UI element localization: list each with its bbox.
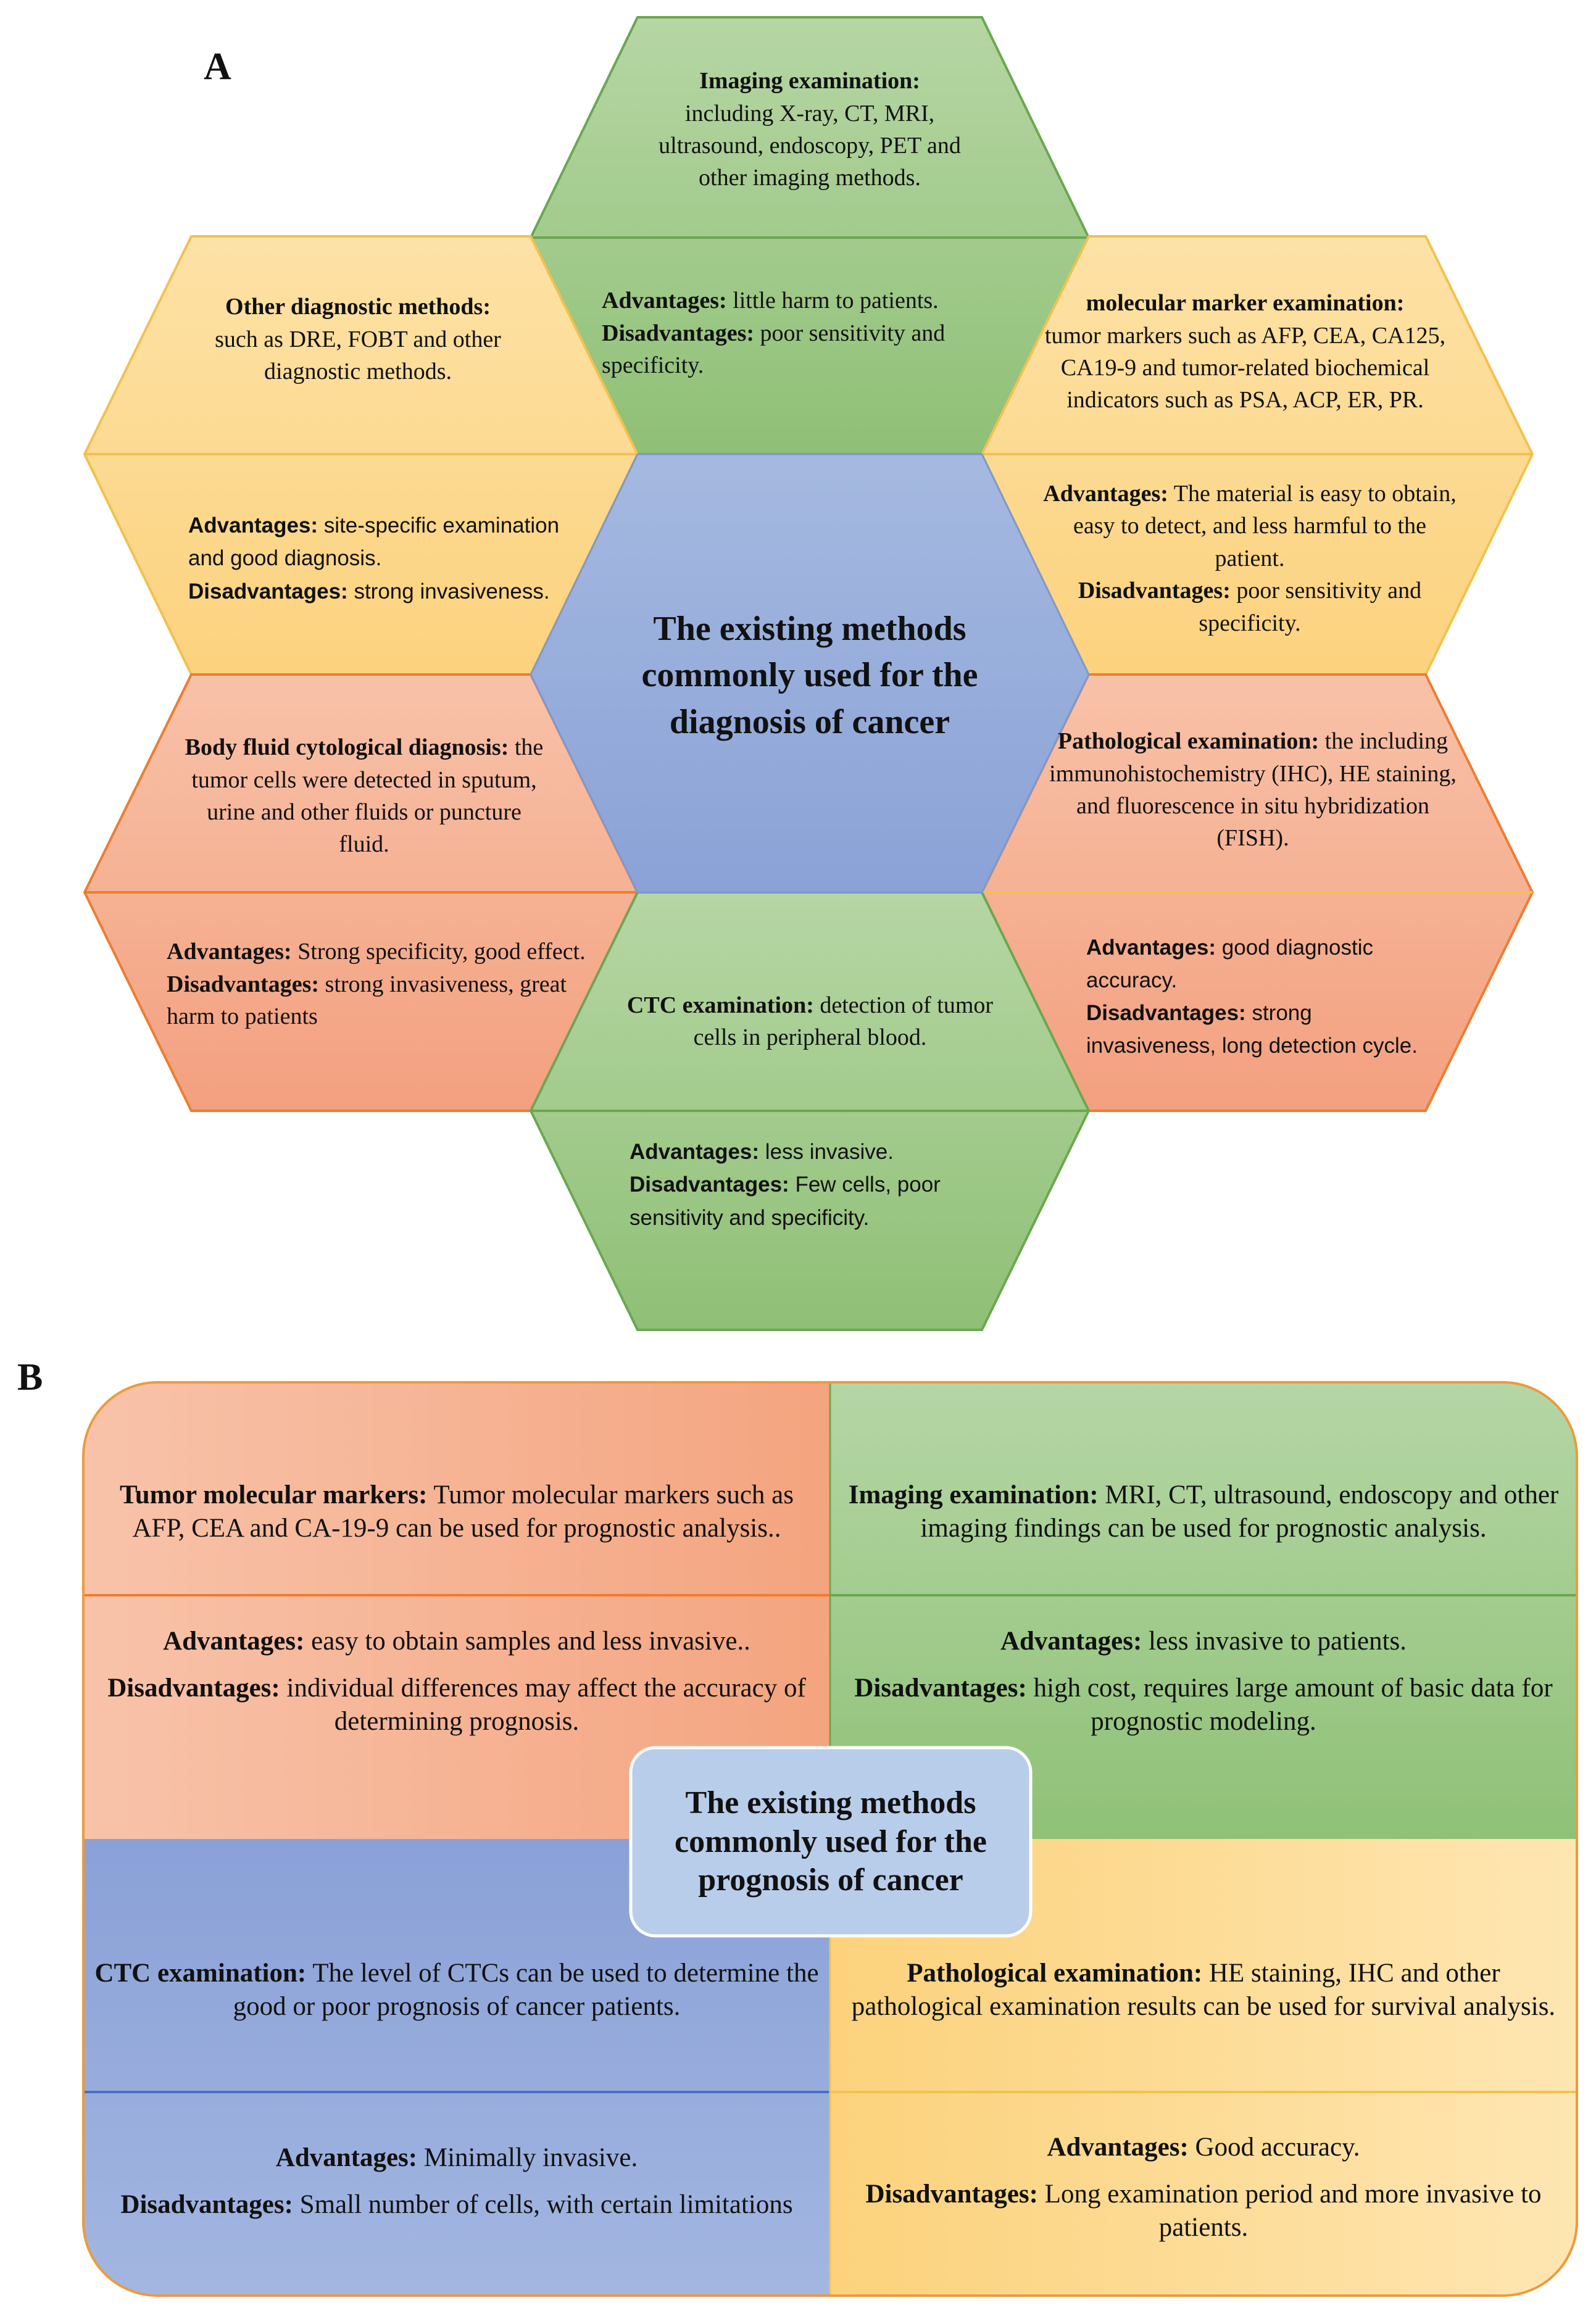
- ctc-dis-label: Disadvantages:: [630, 1173, 789, 1197]
- other-methods-pros-cons: Advantages: site-specific examination an…: [188, 469, 583, 648]
- b-pathological-text: HE staining, IHC and other pathological …: [851, 1959, 1556, 2021]
- panel-a-label: A: [204, 46, 231, 88]
- imaging-desc: Imaging examination: including X-ray, CT…: [636, 37, 984, 222]
- imaging-adv-label: Advantages:: [602, 288, 727, 314]
- b-tumor-markers-dis-label: Disadvantages:: [107, 1674, 280, 1703]
- other-methods-title: Other diagnostic methods:: [225, 294, 491, 320]
- body-fluid-pros-cons: Advantages: Strong specificity, good eff…: [167, 907, 592, 1061]
- pathological-title: Pathological examination:: [1057, 728, 1320, 755]
- b-ctc-pros-cons: Advantages: Minimally invasive. Disadvan…: [93, 2111, 821, 2252]
- imaging-text: including X-ray, CT, MRI, ultrasound, en…: [659, 100, 961, 191]
- molecular-dis-label: Disadvantages:: [1078, 578, 1231, 604]
- pathological-text: the including immunohistochemistry (IHC)…: [1049, 728, 1457, 852]
- b-ctc-desc: CTC examination: The level of CTCs can b…: [93, 1907, 821, 2073]
- b-ctc-adv: Minimally invasive.: [423, 2143, 638, 2173]
- ctc-desc: CTC examination: detection of tumor cell…: [611, 963, 1009, 1080]
- prognosis-center-title: The existing methods commonly used for t…: [674, 1785, 987, 1898]
- pathological-pros-cons: Advantages: good diagnostic accuracy. Di…: [1086, 904, 1432, 1089]
- b-tumor-markers-title: Tumor molecular markers:: [120, 1480, 428, 1510]
- panel-b-label: B: [17, 1356, 43, 1398]
- ctc-adv-label: Advantages:: [630, 1140, 760, 1164]
- ctc-text: detection of tumor cells in peripheral b…: [693, 992, 994, 1050]
- b-imaging-desc: Imaging examination: MRI, CT, ultrasound…: [842, 1441, 1565, 1583]
- imaging-dis: poor sensitivity and specificity.: [602, 320, 946, 379]
- tumor-markers-desc: Tumor molecular markers: Tumor molecular…: [93, 1441, 821, 1583]
- pathological-dis: strong invasiveness, long detection cycl…: [1086, 1001, 1418, 1058]
- imaging-adv: little harm to patients.: [733, 288, 939, 314]
- body-fluid-adv: Strong specificity, good effect.: [297, 939, 586, 965]
- other-dis-label: Disadvantages:: [188, 579, 348, 604]
- b-imaging-title: Imaging examination:: [848, 1480, 1099, 1510]
- ctc-pros-cons: Advantages: less invasive. Disadvantages…: [630, 1120, 1018, 1250]
- other-dis: strong invasiveness.: [354, 579, 550, 604]
- b-ctc-adv-label: Advantages:: [275, 2143, 418, 2173]
- molecular-desc: molecular marker examination: tumor mark…: [1043, 259, 1447, 444]
- b-ctc-dis-label: Disadvantages:: [120, 2190, 293, 2219]
- b-pathological-adv: Good accuracy.: [1195, 2133, 1360, 2162]
- molecular-text: tumor markers such as AFP, CEA, CA125, C…: [1044, 322, 1446, 413]
- molecular-pros-cons: Advantages: The material is easy to obta…: [1037, 466, 1463, 651]
- b-ctc-title: CTC examination:: [94, 1959, 307, 1988]
- ctc-title: CTC examination:: [626, 992, 814, 1018]
- molecular-title: molecular marker examination:: [1086, 290, 1405, 317]
- b-tumor-markers-text: Tumor molecular markers such as AFP, CEA…: [132, 1480, 794, 1543]
- tumor-markers-pros-cons: Advantages: easy to obtain samples and l…: [93, 1604, 821, 1759]
- pathological-dis-label: Disadvantages:: [1086, 1001, 1246, 1025]
- other-methods-desc: Other diagnostic methods: such as DRE, F…: [185, 259, 531, 420]
- b-pathological-dis: Long examination period and more invasiv…: [1044, 2180, 1542, 2242]
- imaging-dis-label: Disadvantages:: [602, 320, 755, 346]
- b-imaging-dis: high cost, requires large amount of basi…: [1033, 1674, 1553, 1736]
- diagnosis-center-title: The existing methods commonly used for t…: [641, 609, 978, 741]
- pathological-desc: Pathological examination: the including …: [1049, 700, 1457, 879]
- b-imaging-pros-cons: Advantages: less invasive to patients. D…: [842, 1604, 1565, 1759]
- body-fluid-dis-label: Disadvantages:: [167, 971, 320, 997]
- hex-center: [530, 453, 1090, 894]
- body-fluid-text: the tumor cells were detected in sputum,…: [191, 734, 544, 858]
- imaging-pros-cons: Advantages: little harm to patients. Dis…: [602, 259, 1018, 407]
- pathological-adv: good diagnostic accuracy.: [1086, 935, 1373, 992]
- prognosis-center-box: [629, 1746, 1033, 1938]
- body-fluid-title: Body fluid cytological diagnosis:: [185, 734, 509, 761]
- b-imaging-text: MRI, CT, ultrasound, endoscopy and other…: [920, 1480, 1559, 1543]
- prognosis-frame: [82, 1381, 1578, 2297]
- molecular-adv-label: Advantages:: [1043, 480, 1168, 507]
- b-pathological-dis-label: Disadvantages:: [865, 2180, 1038, 2209]
- b-imaging-dis-label: Disadvantages:: [854, 1674, 1027, 1703]
- ctc-adv: less invasive.: [765, 1140, 894, 1164]
- b-imaging-adv: less invasive to patients.: [1149, 1627, 1407, 1656]
- b-ctc-dis: Small number of cells, with certain limi…: [299, 2190, 793, 2219]
- body-fluid-dis: strong invasiveness, great harm to patie…: [167, 971, 567, 1030]
- b-pathological-adv-label: Advantages:: [1047, 2133, 1189, 2162]
- ctc-dis: Few cells, poor sensitivity and specific…: [630, 1173, 941, 1230]
- other-adv: site-specific examination and good diagn…: [188, 513, 560, 571]
- molecular-dis: poor sensitivity and specificity.: [1199, 578, 1422, 636]
- b-tumor-markers-adv-label: Advantages:: [163, 1627, 305, 1656]
- b-imaging-adv-label: Advantages:: [1000, 1627, 1142, 1656]
- imaging-title: Imaging examination:: [699, 68, 920, 94]
- other-adv-label: Advantages:: [188, 513, 318, 538]
- body-fluid-adv-label: Advantages:: [167, 939, 292, 965]
- b-tumor-markers-adv: easy to obtain samples and less invasive…: [311, 1627, 750, 1656]
- molecular-adv: The material is easy to obtain, easy to …: [1073, 480, 1457, 571]
- b-pathological-pros-cons: Advantages: Good accuracy. Disadvantages…: [842, 2117, 1565, 2259]
- body-fluid-desc: Body fluid cytological diagnosis: the tu…: [179, 716, 549, 876]
- pathological-adv-label: Advantages:: [1086, 935, 1216, 960]
- b-tumor-markers-dis: individual differences may affect the ac…: [286, 1674, 806, 1736]
- other-methods-text: such as DRE, FOBT and other diagnostic m…: [215, 326, 501, 385]
- b-ctc-text: The level of CTCs can be used to determi…: [233, 1959, 819, 2021]
- b-pathological-title: Pathological examination:: [907, 1959, 1203, 1988]
- b-pathological-desc: Pathological examination: HE staining, I…: [842, 1907, 1565, 2073]
